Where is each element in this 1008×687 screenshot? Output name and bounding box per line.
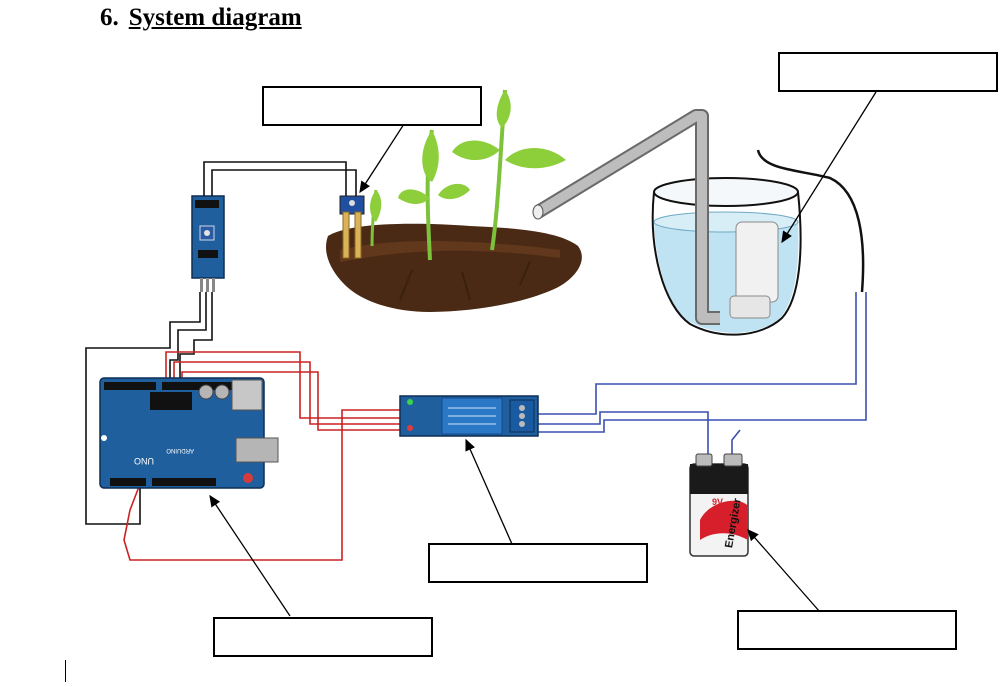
- leaf: [370, 190, 382, 222]
- soil-mound: [325, 223, 582, 312]
- sensor-module: [191, 195, 225, 292]
- leaf: [438, 183, 470, 200]
- water-pipe: [532, 109, 720, 325]
- leader-line-relay: [465, 438, 513, 545]
- leaf: [452, 140, 500, 161]
- leader-line-pump: [781, 91, 877, 244]
- battery-9v: Energizer 9V: [689, 453, 749, 557]
- relay-module: [399, 395, 539, 437]
- plant-pot-illustration: [325, 89, 582, 312]
- label-box-sensor[interactable]: [262, 86, 482, 126]
- label-box-pump[interactable]: [778, 52, 998, 92]
- text-cursor: [65, 660, 66, 682]
- label-box-arduino[interactable]: [213, 617, 433, 657]
- leaf: [496, 90, 511, 128]
- battery-size-label: 9V: [712, 497, 723, 507]
- section-number: 6.: [100, 4, 119, 31]
- section-heading: 6. System diagram: [100, 4, 302, 32]
- leaf: [398, 189, 430, 204]
- leader-line-arduino: [209, 494, 291, 617]
- water-pump: [729, 221, 779, 319]
- leaf: [505, 148, 566, 169]
- leader-line-battery: [747, 529, 821, 613]
- section-title: System diagram: [128, 4, 302, 31]
- leader-lines: [209, 91, 877, 617]
- arduino-board: UNO ARDUINO: [99, 377, 279, 489]
- soil-moisture-probe: [339, 195, 365, 259]
- leader-line-probe: [359, 123, 405, 194]
- board-brand-label: ARDUINO: [166, 447, 194, 453]
- label-box-relay[interactable]: [428, 543, 648, 583]
- leaf: [422, 130, 439, 182]
- label-box-battery[interactable]: [737, 610, 957, 650]
- wiring: [85, 149, 867, 561]
- board-uno-label: UNO: [134, 456, 154, 466]
